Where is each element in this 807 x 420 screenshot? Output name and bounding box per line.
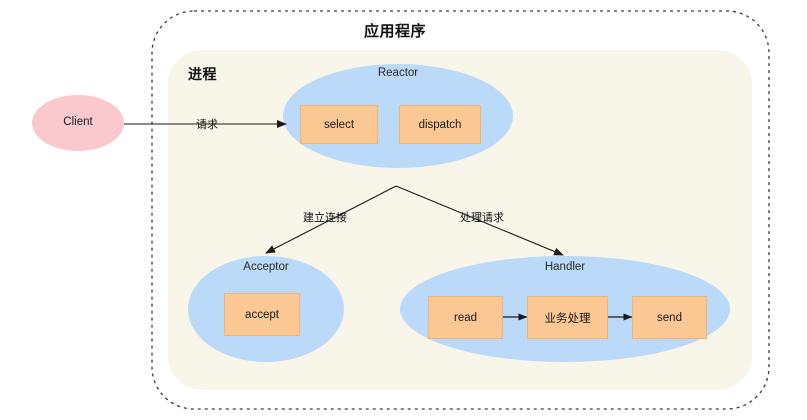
reactor-box-select[interactable]: select <box>300 105 378 144</box>
reactor-box-dispatch[interactable]: dispatch <box>399 105 481 144</box>
arrow-reactor-to-acceptor <box>265 185 397 254</box>
handler-label: Handler <box>544 261 586 273</box>
client-label: Client <box>63 116 93 128</box>
edge-label-handle-request: 处理请求 <box>460 212 504 224</box>
handler-box-send[interactable]: send <box>632 296 707 339</box>
application-title: 应用程序 <box>363 23 427 40</box>
arrow-reactor-to-handler <box>395 185 564 256</box>
edge-label-request: 请求 <box>196 119 218 131</box>
handler-box-read[interactable]: read <box>428 296 503 339</box>
acceptor-label: Acceptor <box>243 261 289 273</box>
edge-label-establish-connection: 建立连接 <box>303 212 347 224</box>
reactor-label: Reactor <box>377 67 419 79</box>
application-boundary <box>151 10 770 410</box>
process-title: 进程 <box>188 66 217 82</box>
client-ellipse <box>32 95 124 151</box>
handler-box-business[interactable]: 业务处理 <box>527 296 608 339</box>
acceptor-box-accept[interactable]: accept <box>224 293 300 336</box>
